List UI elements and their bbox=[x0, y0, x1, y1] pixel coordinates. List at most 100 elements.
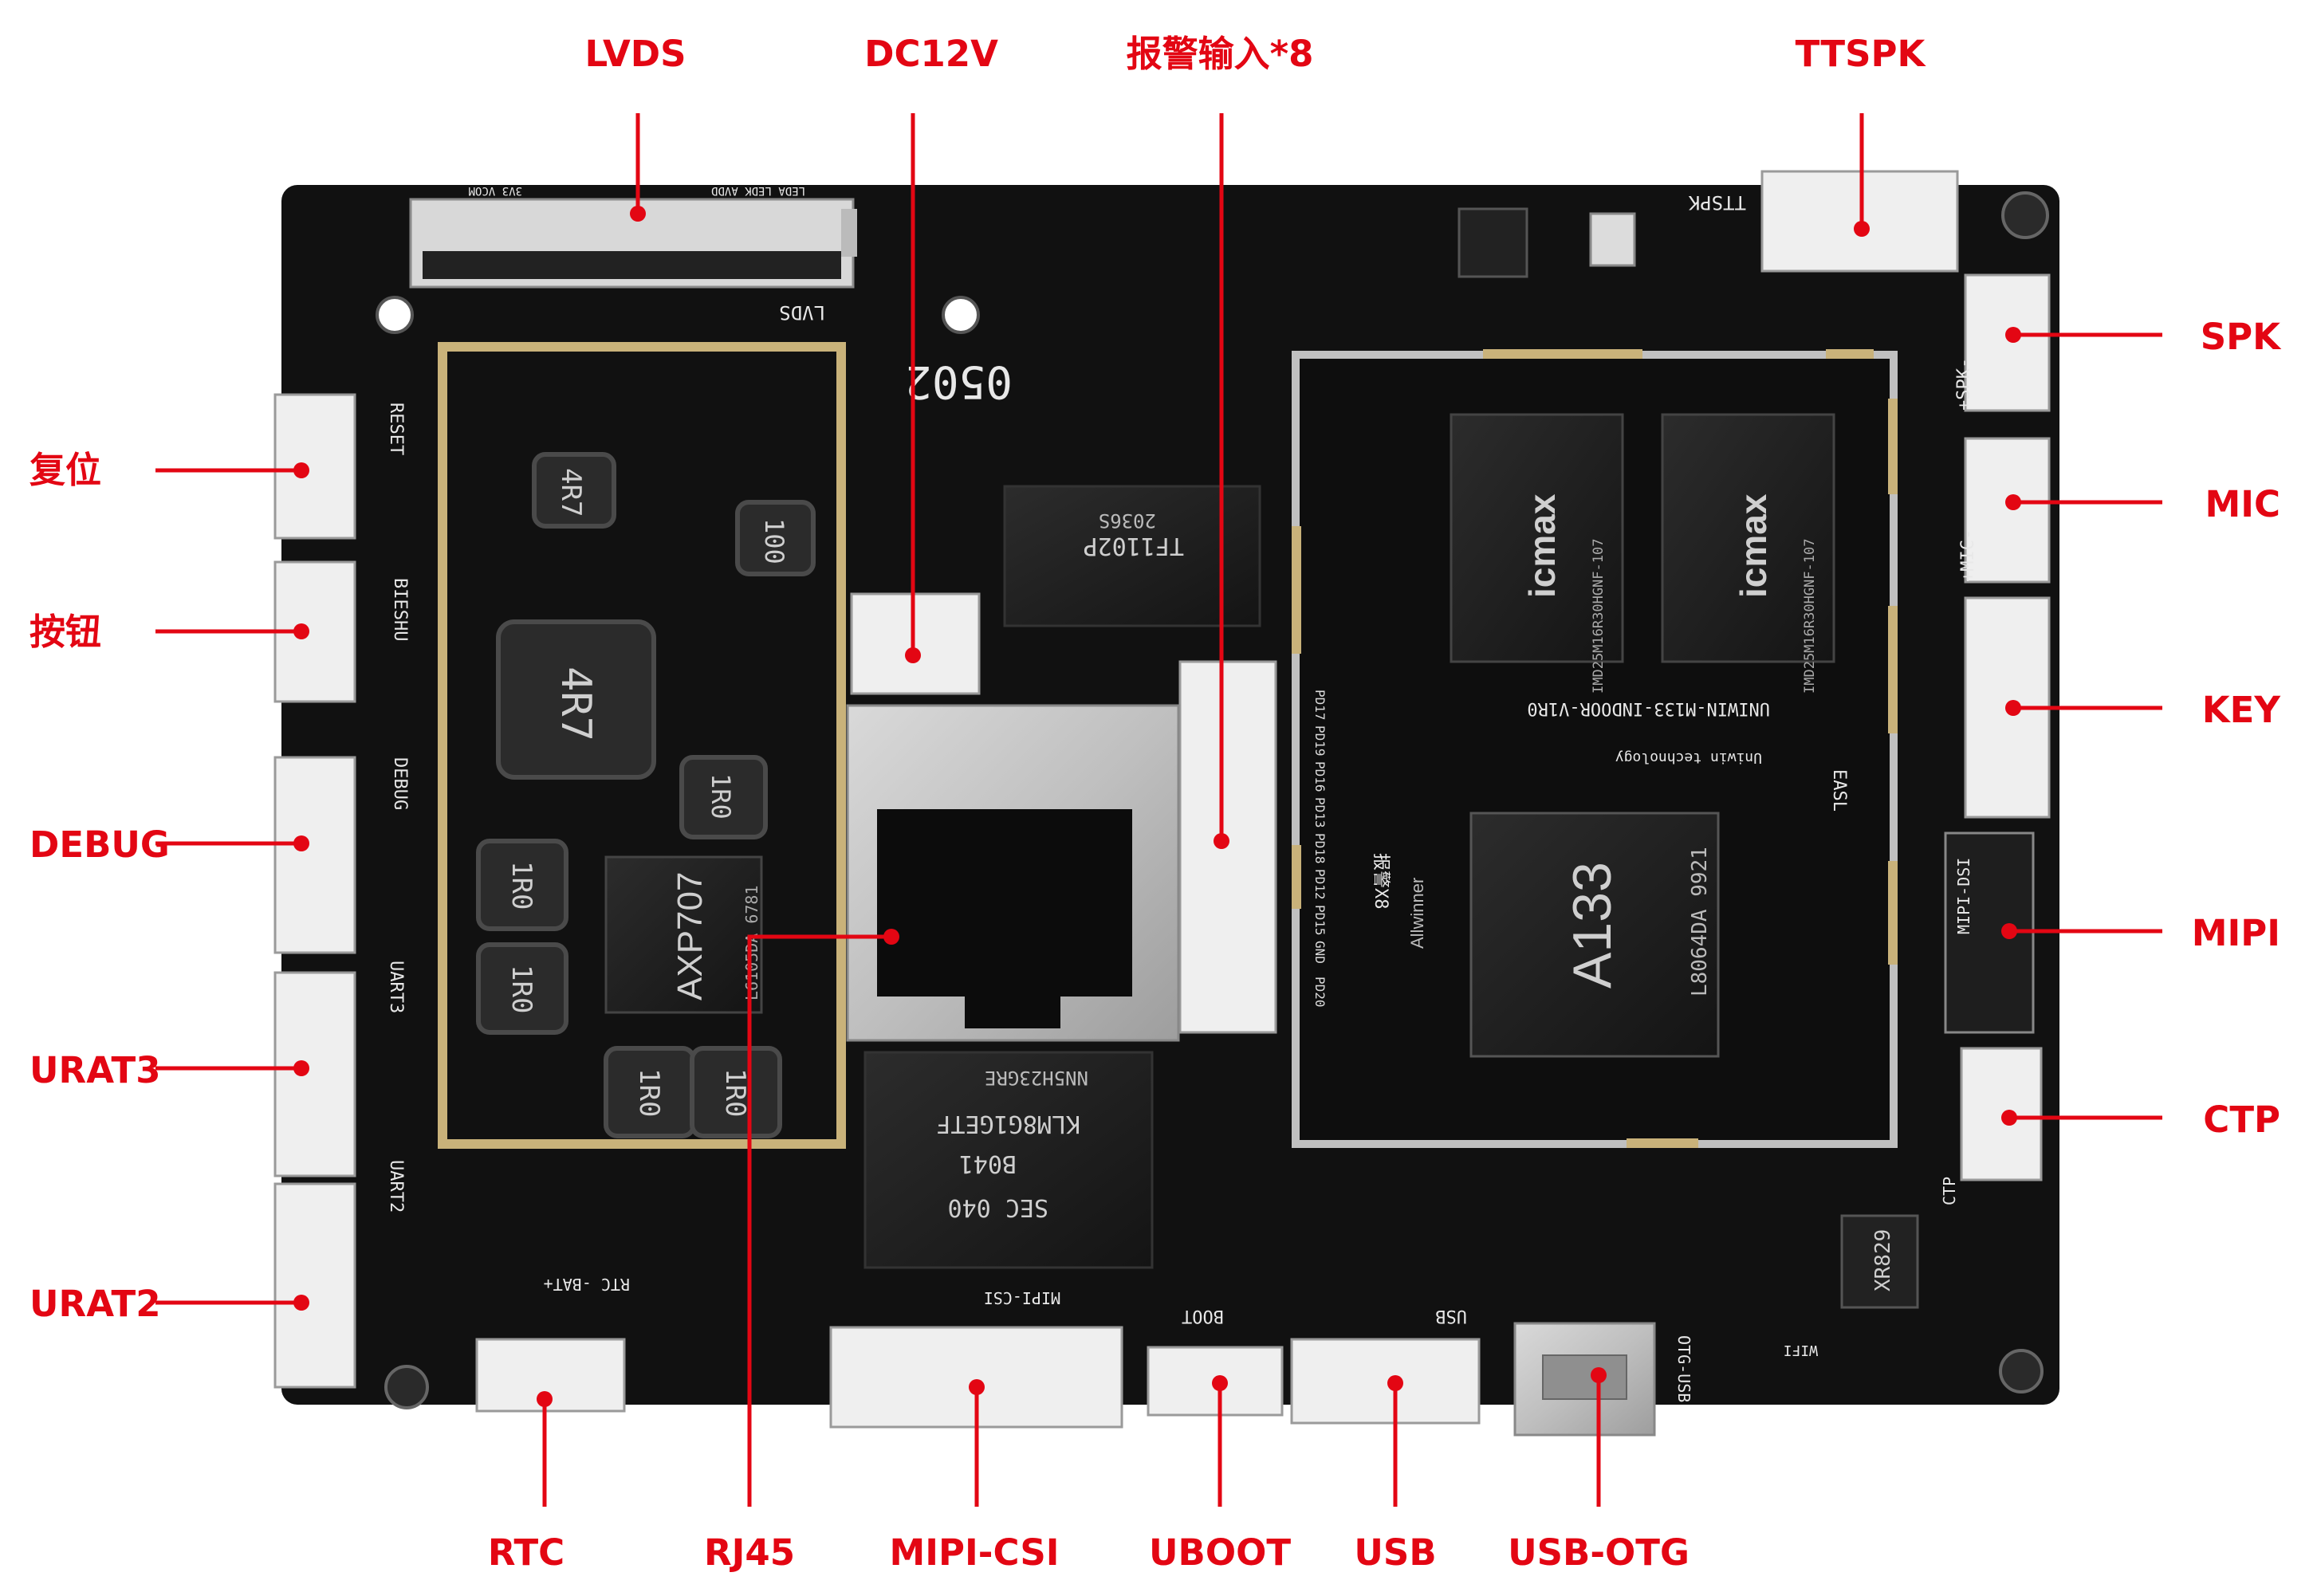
silk-debug: DEBUG bbox=[390, 757, 410, 810]
label-urat2: URAT2 bbox=[30, 1283, 161, 1325]
silk-mipi-csi: MIPI-CSI bbox=[984, 1288, 1060, 1307]
silk-alarm-pin: PD20 bbox=[1312, 977, 1328, 1008]
silk-mic: +MIC- bbox=[1958, 529, 1978, 582]
silk-uart3: UART3 bbox=[386, 961, 406, 1013]
pmic-label: AXP707 bbox=[671, 872, 710, 1000]
wifi-chip bbox=[1840, 1214, 1919, 1309]
left-connectors bbox=[273, 393, 356, 1389]
silk-alarm-pin: PD13 bbox=[1312, 797, 1328, 828]
label-alarm-input: 报警输入*8 bbox=[1126, 33, 1314, 75]
silk-alarm-pin: PD12 bbox=[1312, 869, 1328, 900]
soc-code: L8064DA 9921 bbox=[1688, 847, 1712, 997]
label-dc12v: DC12V bbox=[864, 33, 998, 75]
alarm-connector bbox=[1178, 660, 1277, 1034]
label-mipi: MIPI bbox=[2191, 912, 2280, 954]
label-lvds: LVDS bbox=[584, 33, 686, 75]
silk-ttspk: TTSPK bbox=[1688, 191, 1746, 214]
soc-brand: Allwinner bbox=[1407, 878, 1427, 949]
right-connectors bbox=[1960, 273, 2051, 1181]
pmic-chip bbox=[604, 855, 763, 1014]
silk-alarm-pin: PD16 bbox=[1312, 761, 1328, 792]
silk-easl: EASL bbox=[1829, 769, 1849, 812]
inductor-100-label: 100 bbox=[759, 518, 789, 564]
rj45-jack bbox=[846, 704, 1180, 1042]
label-uboot: UBOOT bbox=[1148, 1531, 1292, 1574]
emmc-brand: SEC 040 bbox=[948, 1193, 1048, 1221]
emmc-code: B041 bbox=[959, 1150, 1017, 1177]
ram-brand-1: icmax bbox=[1521, 493, 1563, 598]
inductor-1r0-label-a: 1R0 bbox=[505, 861, 537, 910]
silk-alarm-pin: PD18 bbox=[1312, 833, 1328, 864]
silk-core-board: UNIWIN-M133-INDOOR-V1R0 bbox=[1527, 698, 1770, 718]
label-usb-otg: USB-OTG bbox=[1508, 1531, 1690, 1574]
silk-lvds: LVDS bbox=[779, 301, 825, 324]
wifi-chip-label: XR829 bbox=[1871, 1229, 1895, 1291]
label-reset: 复位 bbox=[30, 449, 102, 491]
silk-alarm-pin: PD17 bbox=[1312, 690, 1328, 721]
small-qfn-chip bbox=[1457, 207, 1528, 278]
silk-reset: RESET bbox=[386, 403, 406, 455]
silk-alarm-pin: PD19 bbox=[1312, 725, 1328, 757]
silk-mipi-dsi: MIPI-DSI bbox=[1954, 858, 1973, 934]
transformer-label: TF1102P bbox=[1084, 532, 1184, 560]
silk-alarm-pin: GND bbox=[1312, 941, 1328, 964]
emmc-chip bbox=[863, 1051, 1154, 1269]
transformer-code: 2036S bbox=[1099, 509, 1156, 532]
label-rj45: RJ45 bbox=[703, 1531, 796, 1574]
inductor-1r0-label-e: 1R0 bbox=[706, 773, 736, 820]
label-mic: MIC bbox=[2205, 483, 2280, 525]
usb-otg-port bbox=[1513, 1322, 1656, 1437]
silk-uart2: UART2 bbox=[386, 1160, 406, 1213]
label-spk: SPK bbox=[2200, 316, 2280, 358]
silk-lvds-pins: LEDA LEDK AVDD bbox=[711, 184, 805, 197]
ram-brand-2: icmax bbox=[1733, 493, 1774, 598]
label-urat3: URAT3 bbox=[30, 1049, 161, 1091]
dc12v-connector bbox=[850, 592, 981, 695]
emmc-part: KLM8G1GETF bbox=[936, 1110, 1080, 1138]
silk-rtc-bat: RTC -BAT+ bbox=[544, 1275, 630, 1294]
silk-spk: +SPK- bbox=[1954, 358, 1974, 411]
inductor-4r7-small-label: 4R7 bbox=[555, 468, 587, 517]
silk-brand: Uniwin technology bbox=[1615, 749, 1762, 766]
silk-wifi: WIFI bbox=[1784, 1342, 1818, 1358]
callout-lines bbox=[155, 113, 2162, 1507]
inductor-4r7-label: 4R7 bbox=[552, 666, 600, 741]
silk-alarm-block: 报警X8 bbox=[1371, 853, 1391, 910]
silk-boot: BOOT bbox=[1182, 1306, 1224, 1326]
silk-usb: USB bbox=[1435, 1306, 1467, 1326]
label-key: KEY bbox=[2201, 689, 2280, 731]
ram-chip-1 bbox=[1450, 413, 1624, 663]
inductor-1r0-label-d: 1R0 bbox=[719, 1068, 751, 1117]
label-usb: USB bbox=[1354, 1531, 1437, 1574]
silk-ctp: CTP bbox=[1940, 1177, 1959, 1205]
line-rj45 bbox=[747, 934, 891, 1507]
transformer bbox=[1003, 485, 1261, 627]
label-button: 按钮 bbox=[30, 611, 102, 653]
ram-chip-2 bbox=[1661, 413, 1835, 663]
label-ctp: CTP bbox=[2203, 1099, 2280, 1141]
mounting-holes bbox=[376, 191, 2049, 1409]
label-rtc: RTC bbox=[487, 1531, 565, 1574]
silk-alarm-pin: PD15 bbox=[1312, 905, 1328, 936]
emmc-extra: NN5H23GRE bbox=[985, 1067, 1088, 1089]
silk-otg-usb: OTG-USB bbox=[1674, 1335, 1693, 1402]
ram-part-2: IMD25M16R30HGNF-107 bbox=[1802, 539, 1818, 694]
label-debug: DEBUG bbox=[30, 824, 170, 866]
silk-bieshu: BIESHU bbox=[390, 578, 410, 641]
silk-lvds-pins2: 3V3 VCOM bbox=[469, 184, 522, 197]
soc-model: A133 bbox=[1562, 862, 1623, 989]
inductors bbox=[476, 452, 816, 1138]
soc-chip bbox=[1469, 812, 1720, 1058]
silk-board-code: 0502 bbox=[905, 356, 1013, 407]
pmic-code: L6105DA 6781 bbox=[742, 886, 761, 1001]
crystal bbox=[1589, 212, 1636, 267]
ram-part-1: IMD25M16R30HGNF-107 bbox=[1591, 539, 1607, 694]
inductor-1r0-label-b: 1R0 bbox=[505, 965, 537, 1013]
label-ttspk: TTSPK bbox=[1795, 33, 1926, 75]
callout-dots bbox=[293, 206, 2021, 1407]
power-area-frame bbox=[438, 342, 846, 1149]
inductor-1r0-label-c: 1R0 bbox=[633, 1068, 665, 1117]
label-mipi-csi: MIPI-CSI bbox=[889, 1531, 1060, 1574]
